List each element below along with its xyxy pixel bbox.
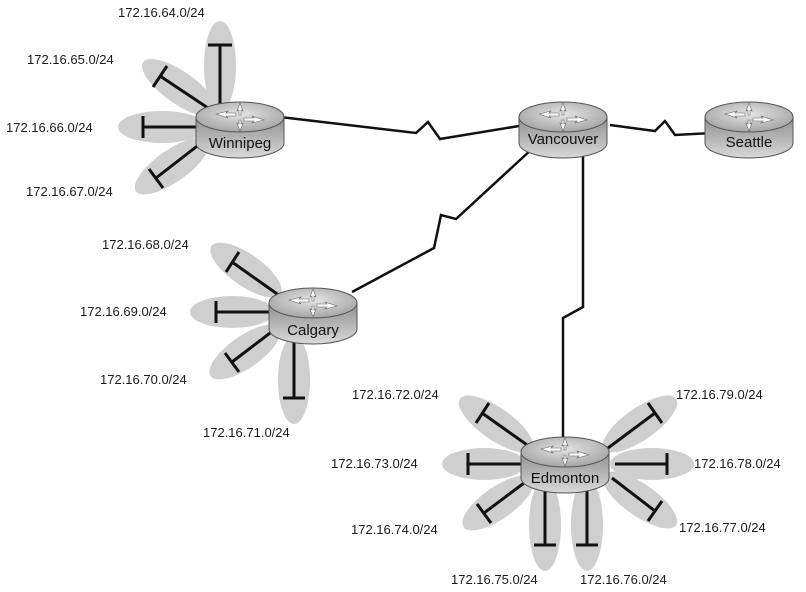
network-label-172-16-76: 172.16.76.0/24 bbox=[580, 572, 667, 587]
network-label-172-16-77: 172.16.77.0/24 bbox=[679, 520, 766, 535]
router-vancouver[interactable] bbox=[518, 101, 608, 159]
lan-stub-172-16-65 bbox=[142, 59, 218, 117]
lan-stub-172-16-70 bbox=[209, 324, 281, 380]
wan-link-winnipeg-vancouver bbox=[279, 115, 526, 141]
wan-link-vancouver-seattle bbox=[609, 119, 713, 137]
network-label-172-16-67: 172.16.67.0/24 bbox=[26, 184, 113, 199]
lan-stub-172-16-72 bbox=[458, 395, 534, 453]
router-label-vancouver: Vancouver bbox=[527, 131, 599, 148]
network-label-172-16-68: 172.16.68.0/24 bbox=[102, 237, 189, 252]
network-label-172-16-74: 172.16.74.0/24 bbox=[351, 522, 438, 537]
network-label-172-16-70: 172.16.70.0/24 bbox=[100, 372, 187, 387]
network-label-172-16-72: 172.16.72.0/24 bbox=[352, 387, 439, 402]
network-label-172-16-73: 172.16.73.0/24 bbox=[331, 456, 418, 471]
lan-stub-172-16-79 bbox=[602, 395, 678, 453]
router-arrows-icon bbox=[539, 437, 591, 467]
lan-stub-172-16-75 bbox=[529, 479, 561, 571]
wan-link-vancouver-calgary bbox=[351, 147, 534, 294]
network-label-172-16-64: 172.16.64.0/24 bbox=[118, 5, 205, 20]
network-label-172-16-71: 172.16.71.0/24 bbox=[203, 425, 290, 440]
lan-stub-172-16-73 bbox=[442, 448, 526, 480]
router-arrows-icon bbox=[537, 102, 589, 132]
router-edmonton[interactable] bbox=[520, 436, 610, 494]
lan-stub-172-16-68 bbox=[210, 242, 282, 298]
lan-stub-172-16-76 bbox=[571, 479, 603, 571]
wan-link-vancouver-edmonton bbox=[561, 148, 585, 438]
router-seattle[interactable] bbox=[704, 101, 794, 159]
network-label-172-16-79: 172.16.79.0/24 bbox=[676, 387, 763, 402]
lan-stub-172-16-78 bbox=[610, 448, 694, 480]
router-arrows-icon bbox=[723, 102, 775, 132]
lan-stub-172-16-66 bbox=[118, 111, 206, 143]
router-arrows-icon bbox=[287, 288, 339, 318]
lan-stub-172-16-64 bbox=[204, 21, 236, 111]
router-arrows-icon bbox=[214, 102, 266, 132]
lan-stub-172-16-69 bbox=[190, 296, 274, 328]
network-label-172-16-66: 172.16.66.0/24 bbox=[6, 120, 93, 135]
network-label-172-16-69: 172.16.69.0/24 bbox=[80, 304, 167, 319]
router-label-calgary: Calgary bbox=[287, 322, 339, 339]
router-winnipeg[interactable] bbox=[195, 101, 285, 159]
network-label-172-16-75: 172.16.75.0/24 bbox=[451, 572, 538, 587]
lan-stub-172-16-71 bbox=[278, 336, 310, 424]
lan-stub-172-16-77 bbox=[602, 471, 678, 529]
router-label-winnipeg: Winnipeg bbox=[208, 135, 272, 152]
router-label-seattle: Seattle bbox=[725, 134, 773, 151]
router-calgary[interactable] bbox=[268, 287, 358, 345]
network-label-172-16-78: 172.16.78.0/24 bbox=[694, 456, 781, 471]
router-label-edmonton: Edmonton bbox=[530, 470, 600, 487]
network-label-172-16-65: 172.16.65.0/24 bbox=[27, 52, 114, 67]
lan-stub-172-16-74 bbox=[462, 475, 534, 531]
